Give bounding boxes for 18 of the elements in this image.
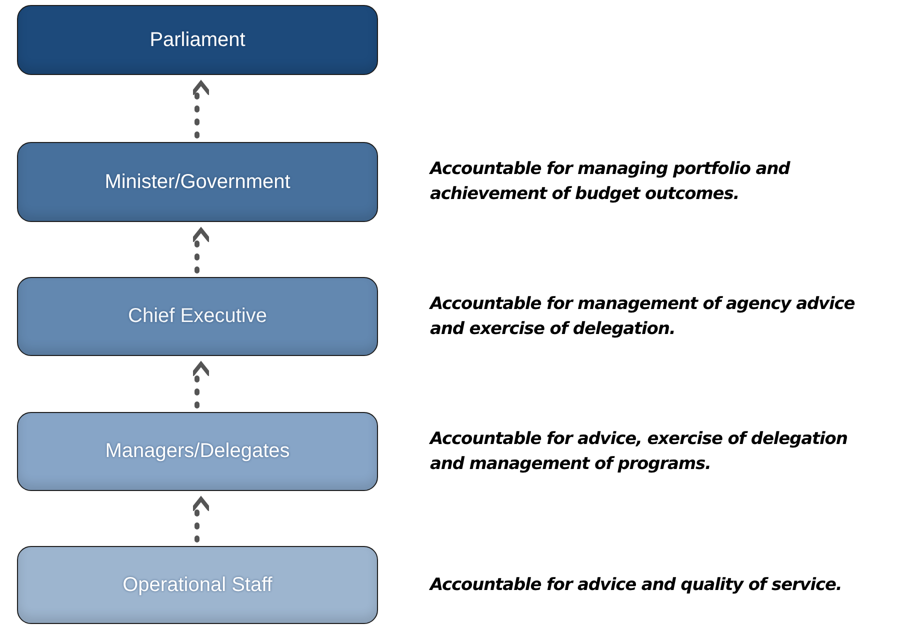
role-title: Chief Executive [128, 305, 267, 328]
dotted-arrow [191, 362, 211, 408]
role-box [17, 412, 378, 491]
accountability-note: Accountable for managing portfolio and achievement of budget outcomes. [430, 158, 792, 206]
accountability-note: Accountable for management of agency advice and exercise of delegation. [430, 292, 856, 340]
role-title: Operational Staff [122, 574, 272, 596]
role-box [17, 5, 378, 75]
role-box [17, 546, 378, 624]
accountability-note: Accountable for advice, exercise of delegation and management of programs. [430, 428, 848, 476]
dotted-arrow [191, 81, 211, 138]
role-title: Minister/Government [104, 170, 290, 194]
dotted-arrow [191, 228, 211, 274]
accountability-note: Accountable for advice and quality of service. [430, 574, 843, 596]
dotted-arrow [191, 497, 211, 542]
role-title: Managers/Delegates [105, 440, 290, 463]
role-title: Parliament [150, 28, 246, 52]
role-box [17, 142, 378, 222]
role-box [17, 277, 378, 356]
